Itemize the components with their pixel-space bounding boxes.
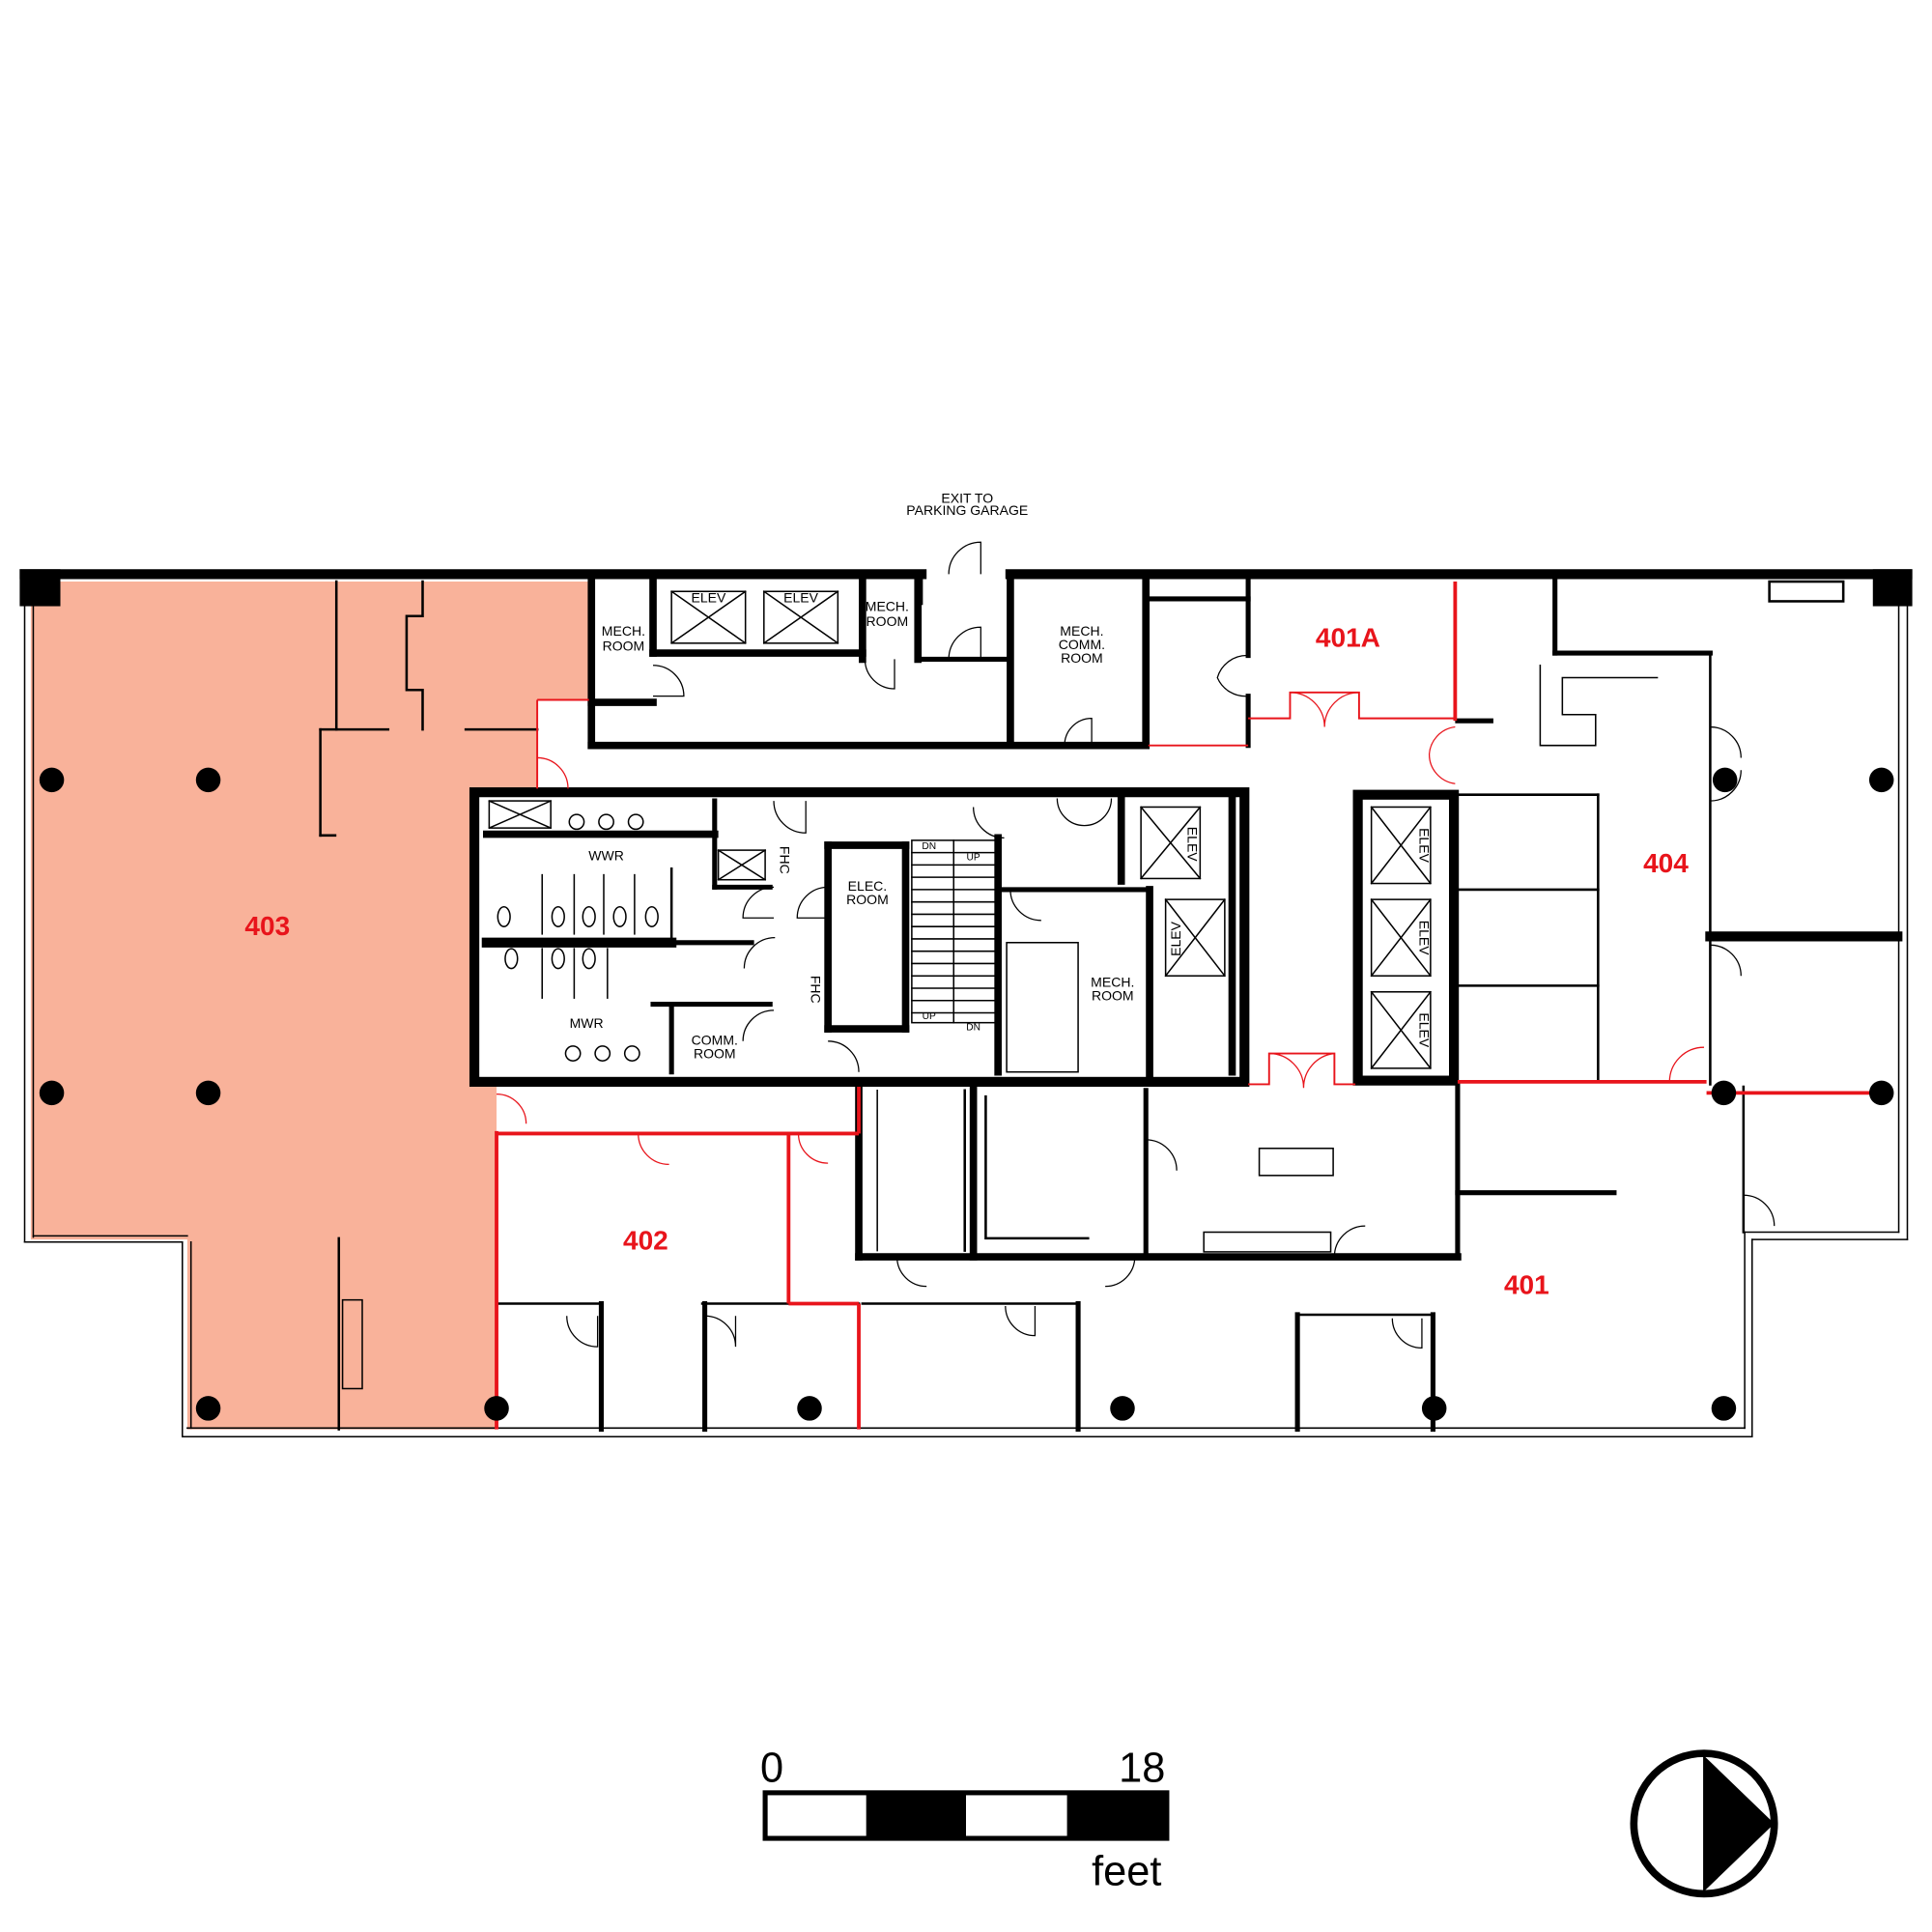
structural-columns	[39, 767, 1894, 1421]
restroom-fixtures	[497, 813, 659, 1062]
room-label-mech-comm-room: MECH.COMM.ROOM	[1059, 623, 1105, 666]
interior-walls-403	[319, 580, 539, 838]
lower-doors[interactable]	[566, 725, 1776, 1350]
central-core-walls	[469, 787, 1250, 1087]
curtain-wall	[23, 596, 1909, 1438]
room-label-wwr: WWR	[588, 847, 624, 863]
stair-dn-label: DN	[922, 841, 936, 852]
room-label-mech-room: MECH.ROOM	[602, 623, 645, 653]
unit-label-402[interactable]: 402	[623, 1225, 668, 1255]
room-label-elec-room: ELEC.ROOM	[846, 878, 889, 907]
fhc-label: FHC	[777, 846, 792, 874]
scale-start-label: 0	[760, 1745, 783, 1791]
room-label-elev: ELEV	[1416, 828, 1432, 863]
room-label-elev: ELEV	[1168, 921, 1183, 955]
tenant-boundaries	[495, 582, 1882, 1430]
fhc-label: FHC	[808, 976, 823, 1004]
lower-interior-walls	[337, 1080, 1746, 1433]
elevator-icon	[488, 800, 1226, 978]
elevator-icon	[1370, 806, 1432, 1069]
east-elevator-core	[1352, 789, 1600, 1086]
room-label-mwr: MWR	[570, 1015, 604, 1031]
room-label-elev: ELEV	[1416, 921, 1432, 955]
scale-unit-label: feet	[1092, 1849, 1161, 1895]
unit-403-area[interactable]	[30, 582, 589, 1430]
scale-end-label: 18	[1119, 1745, 1165, 1791]
room-label-elev: ELEV	[1416, 1012, 1432, 1047]
stair-up-label: UP	[967, 852, 980, 863]
stairs	[911, 839, 997, 1024]
unit-label-404[interactable]: 404	[1643, 848, 1689, 878]
core-doors[interactable]	[742, 798, 1113, 1072]
elevator-icon	[670, 590, 839, 644]
tenant-doors[interactable]	[497, 692, 1705, 1165]
room-label-mech-room: MECH.ROOM	[866, 599, 909, 629]
room-label-comm-room: COMM.ROOM	[692, 1033, 738, 1062]
service-corridor-walls	[587, 570, 1903, 1086]
exterior-walls	[19, 569, 1913, 607]
unit-label-403[interactable]: 403	[244, 911, 290, 941]
unit-label-401a[interactable]: 401A	[1316, 623, 1380, 653]
stair-dn-label: DN	[966, 1022, 980, 1033]
room-label-elev: ELEV	[783, 590, 818, 606]
unit-label-401[interactable]: 401	[1504, 1269, 1549, 1299]
north-arrow-icon	[1630, 1749, 1778, 1898]
stair-up-label: UP	[923, 1011, 936, 1022]
room-label-mech-room: MECH.ROOM	[1091, 975, 1134, 1004]
exit-door-icon[interactable]	[653, 541, 1249, 746]
room-label-elev: ELEV	[1185, 827, 1201, 862]
room-label-elev: ELEV	[691, 590, 725, 606]
scale-bar: 0 18 feet	[760, 1745, 1170, 1895]
